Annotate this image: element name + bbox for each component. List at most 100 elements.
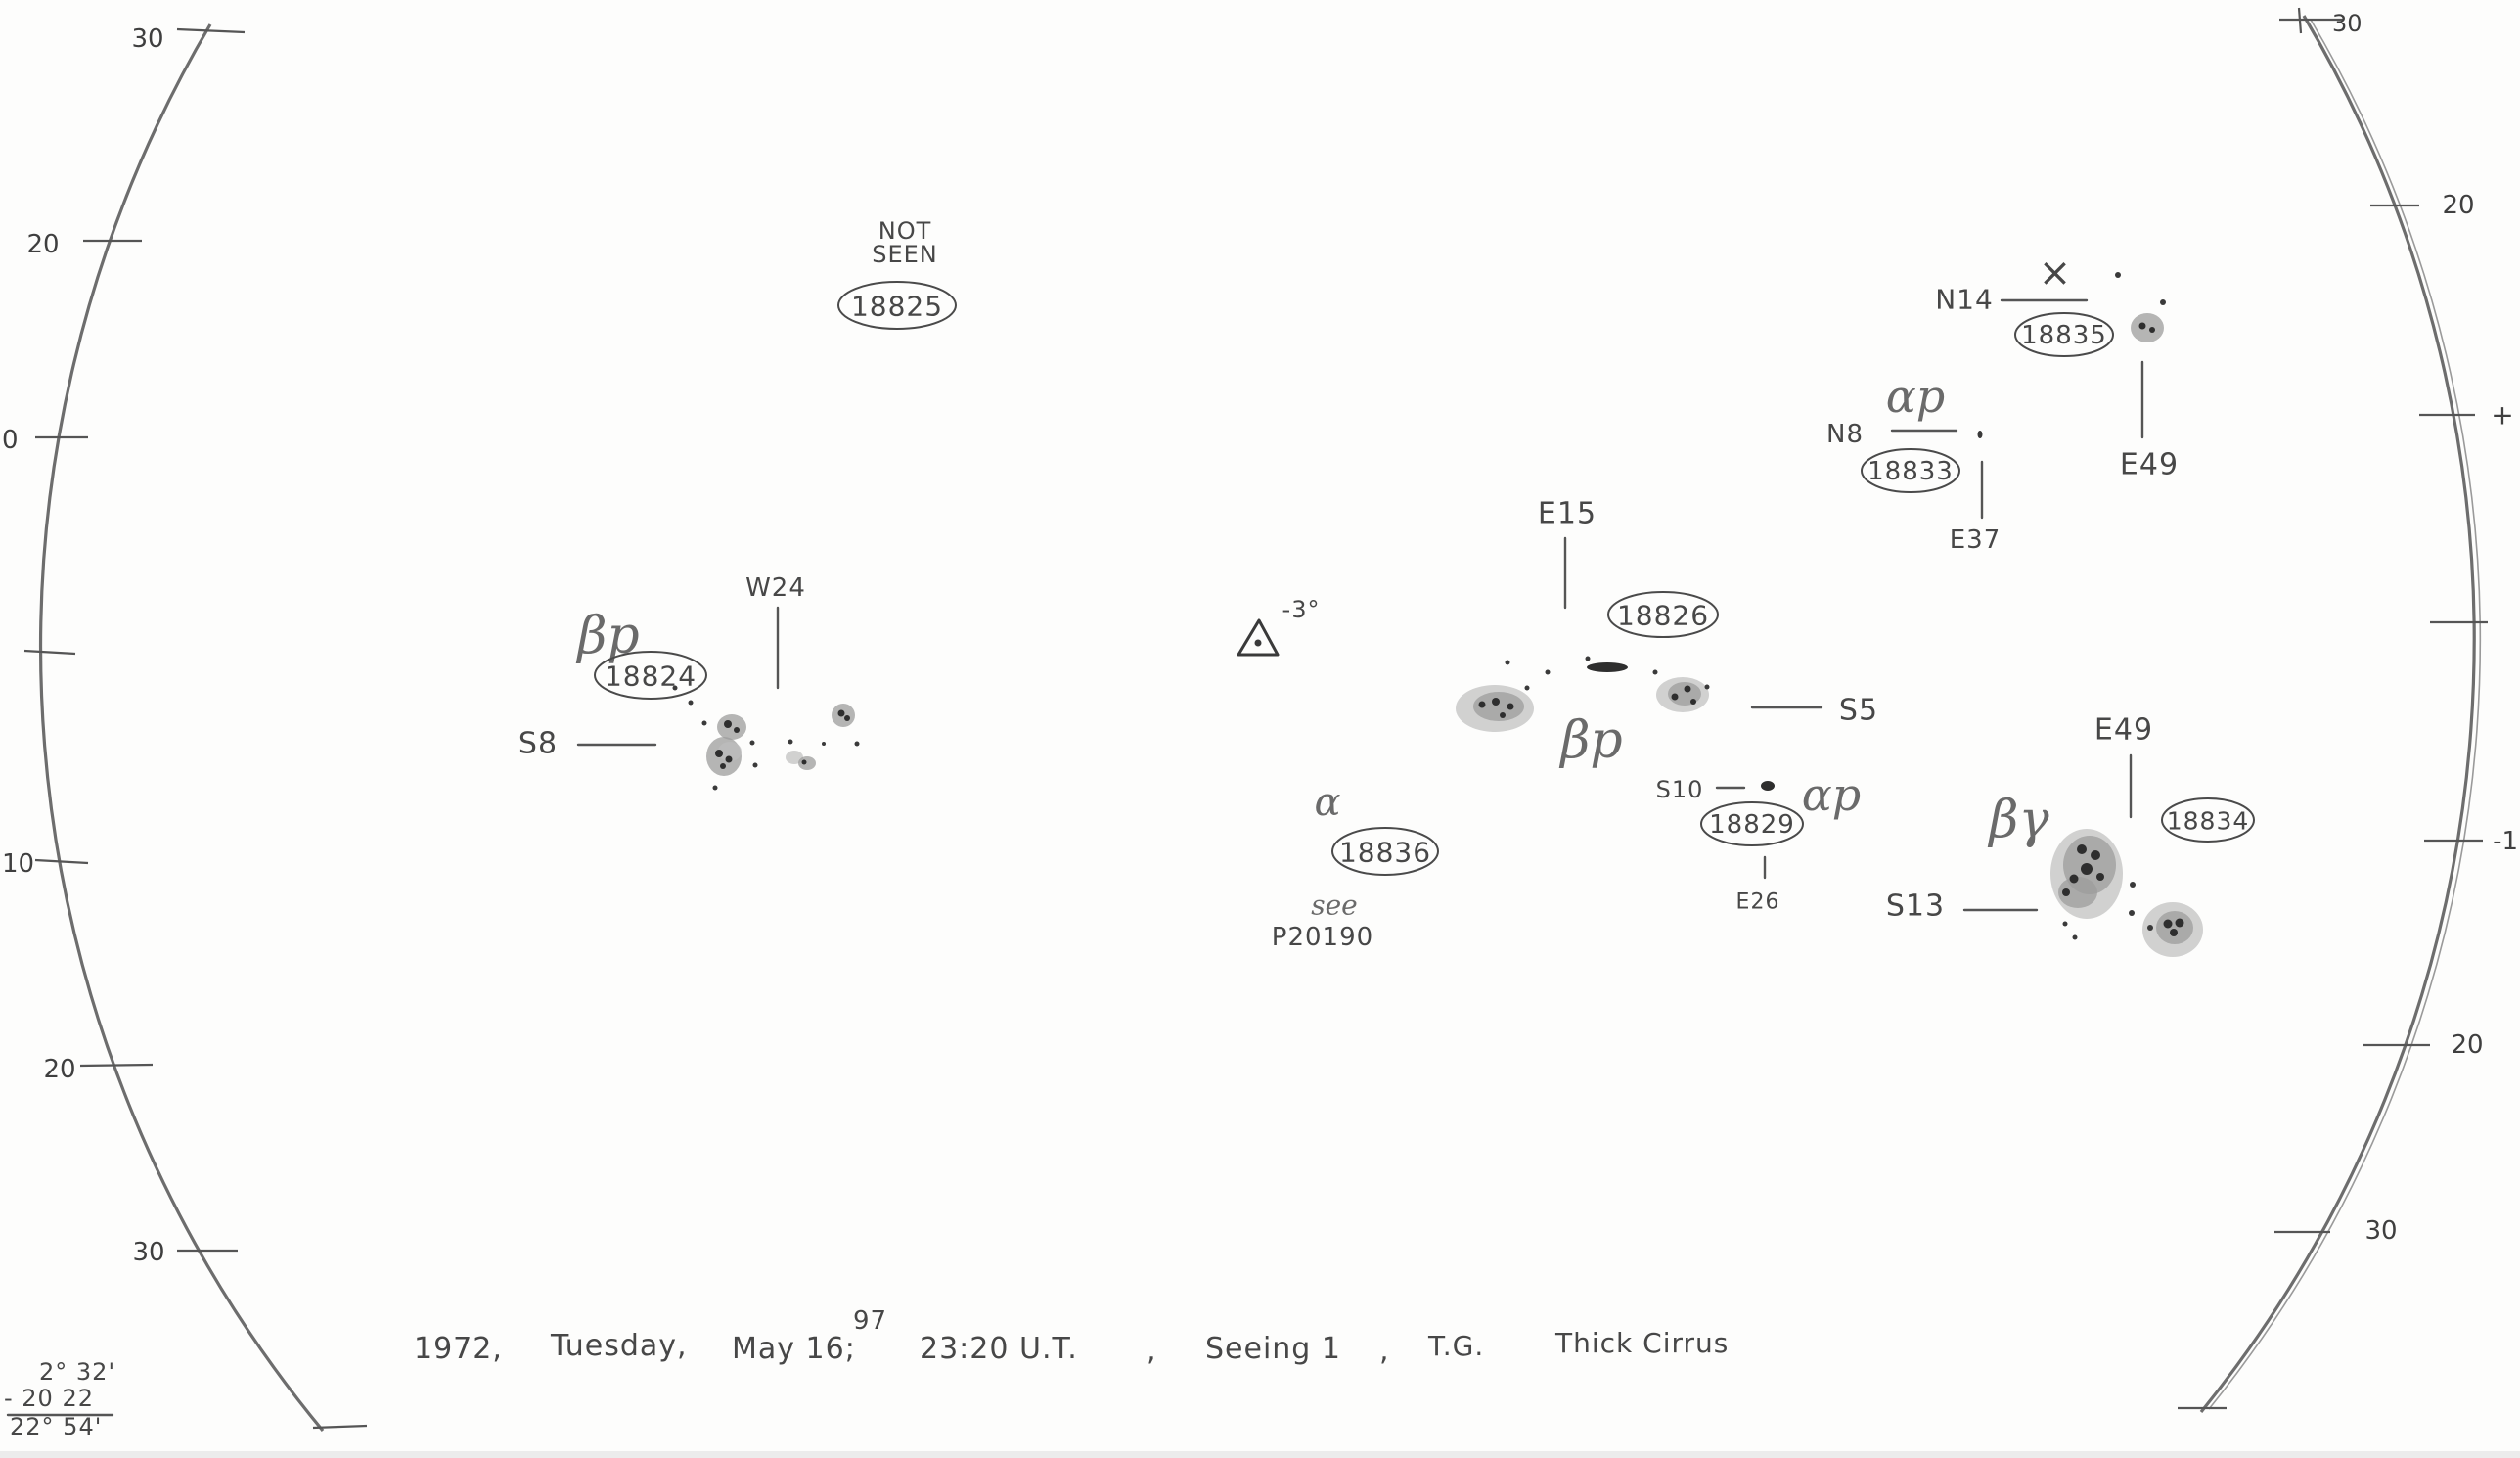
umbra [725, 755, 733, 763]
umbra [1492, 698, 1500, 706]
region-mark: × [2039, 251, 2073, 296]
region-18824: βp 18824 W24 S8 [518, 573, 860, 791]
region-number: 18829 [1709, 810, 1795, 840]
penumbra [2156, 911, 2193, 944]
region-18835: × N14 18835 E49 [1935, 251, 2179, 482]
region-number-circle [1331, 827, 1439, 876]
footer-date: May 16; [732, 1332, 856, 1366]
marker-label: -3° [1282, 596, 1321, 623]
right-scale-label: 30 [2364, 1216, 2397, 1246]
pore [1704, 684, 1710, 690]
footer-observer: T.G. [1427, 1330, 1484, 1362]
pore [2147, 925, 2153, 931]
region-class: αp [1802, 768, 1862, 821]
region-number: 18825 [851, 291, 943, 323]
left-scale-label: 0 [2, 426, 19, 455]
pore [1545, 669, 1551, 675]
observation-footer: 1972, Tuesday, May 16; 97 23:20 U.T. , S… [414, 1306, 1728, 1368]
region-number: 18833 [1868, 457, 1954, 486]
region-18833: αp N8 18833 E37 [1826, 370, 2000, 555]
left-scale-label: 20 [43, 1055, 75, 1084]
sunspot [1587, 662, 1628, 672]
region-class: βp [575, 607, 639, 665]
umbra [734, 727, 740, 733]
footer-day: Tuesday, [550, 1329, 688, 1363]
umbra [2081, 863, 2092, 875]
left-scale-label: 20 [26, 230, 59, 259]
region-number: 18834 [2167, 807, 2250, 836]
sunspot [717, 714, 746, 740]
left-tick-10-south [34, 858, 89, 865]
left-limb-arc [38, 23, 325, 1433]
region-note: NOT [878, 217, 932, 245]
region-note: SEEN [872, 241, 938, 268]
region-longitude: E26 [1736, 890, 1780, 915]
umbra [1500, 712, 1506, 718]
pore [752, 762, 758, 768]
umbra [2096, 873, 2104, 881]
region-latitude: S8 [518, 727, 558, 761]
region-number: 18836 [1339, 837, 1431, 869]
region-note: see [1311, 889, 1358, 922]
right-limb: 30 20 + -1 20 30 [2178, 7, 2518, 1414]
region-number-circle [1700, 801, 1804, 846]
umbra [2077, 844, 2087, 854]
left-tick-equator [23, 649, 76, 656]
right-limb-arc-double [2208, 19, 2482, 1410]
sunspot [2131, 313, 2164, 342]
region-number-circle [2014, 312, 2114, 357]
region-longitude: E49 [2094, 713, 2153, 748]
pore [712, 785, 718, 791]
corner-note-line: 2° 32' [39, 1358, 115, 1386]
region-number: 18835 [2021, 321, 2107, 350]
pore [822, 742, 826, 746]
region-18834: E49 18834 βγ S13 [1886, 713, 2255, 957]
pore [688, 700, 694, 706]
triangle-icon [1237, 618, 1280, 657]
pore [1652, 669, 1658, 675]
region-latitude: N8 [1826, 420, 1864, 449]
pore [1524, 685, 1530, 691]
left-scale-label: 30 [132, 1238, 164, 1267]
right-scale-label: 30 [2332, 10, 2362, 37]
page-bottom-edge [0, 1451, 2520, 1458]
sunspot [798, 756, 816, 770]
right-scale-label: -1 [2493, 827, 2518, 856]
umbra [720, 763, 726, 769]
corner-calculation: 2° 32' - 20 22 22° 54' [4, 1358, 115, 1440]
umbra [837, 709, 845, 717]
umbra [715, 750, 723, 757]
sunspot-group [2115, 272, 2166, 342]
umbra [844, 715, 850, 721]
penumbra [2058, 877, 2097, 908]
sunspot-group [672, 685, 860, 791]
region-number-circle [1607, 591, 1719, 638]
region-latitude: S5 [1839, 694, 1878, 728]
region-number: 18824 [605, 661, 697, 693]
sunspot [786, 751, 803, 764]
left-tick-bottom [312, 1424, 368, 1430]
pore [672, 685, 678, 691]
sunspot-group [2050, 829, 2203, 957]
region-class: βp [1558, 711, 1622, 770]
left-tick-20-south [79, 1063, 154, 1068]
umbra [2138, 322, 2146, 330]
region-latitude: N14 [1935, 284, 1994, 316]
region-number-circle [1861, 448, 1960, 493]
umbra [2175, 918, 2184, 928]
sunspot [1977, 431, 1983, 438]
region-18825: NOT SEEN 18825 [837, 217, 957, 330]
umbra [1507, 703, 1514, 710]
region-latitude: S10 [1656, 776, 1704, 803]
umbra [801, 759, 807, 765]
penumbra [718, 742, 742, 761]
umbra [2069, 874, 2079, 884]
sunspot-group [1456, 656, 1710, 732]
region-class: α [1314, 780, 1340, 825]
right-scale-label: + [2491, 399, 2513, 432]
footer-year: 1972, [414, 1332, 503, 1366]
pore [1505, 660, 1510, 665]
region-longitude: E49 [2120, 448, 2179, 482]
marker: -3° [1237, 596, 1321, 657]
region-note: P20190 [1272, 923, 1373, 952]
